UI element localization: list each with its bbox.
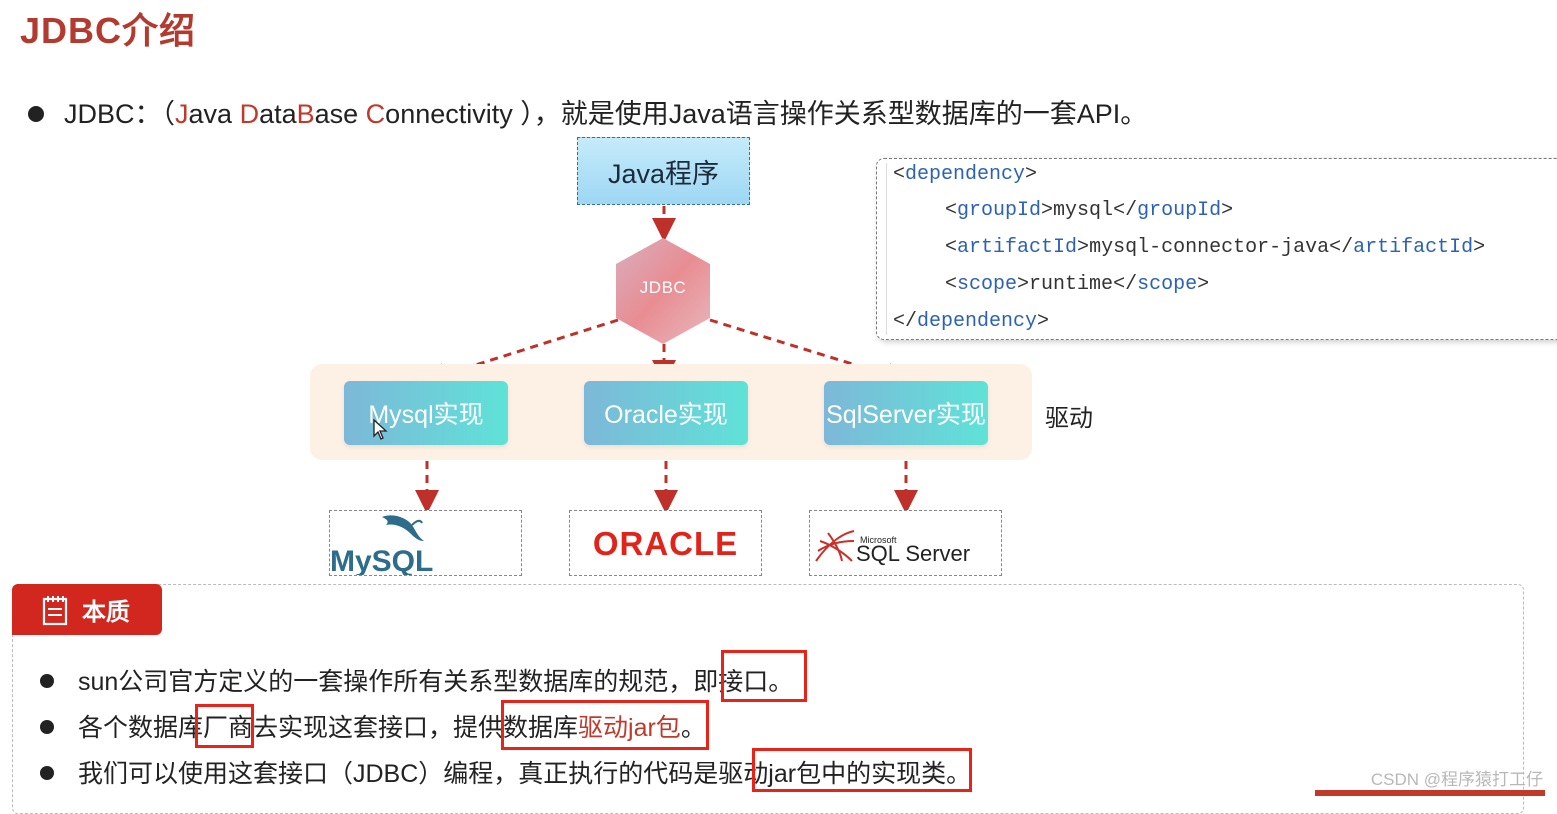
page-title: JDBC介绍 — [20, 10, 197, 51]
decorative-bar — [1315, 790, 1545, 796]
watermark: CSDN @程序猿打工仔 — [1370, 770, 1543, 789]
code-line-2: <groupId>mysql</groupId> — [945, 199, 1234, 222]
sqlserver-impl-box: SqlServer实现 — [824, 381, 988, 445]
driver-label: 驱动 — [1045, 405, 1093, 432]
maven-dependency-code: <dependency> <groupId>mysql</groupId> <a… — [876, 158, 1557, 340]
bullet-dot — [40, 766, 54, 781]
mysql-logo-box: MySQL — [329, 510, 522, 576]
oracle-logo-text: ORACLE — [592, 525, 739, 562]
bullet-dot — [40, 720, 54, 735]
sqlserver-logo-box: Microsoft SQL Server — [809, 510, 1002, 576]
essence-tab-label: 本质 — [82, 599, 130, 626]
code-line-3: <artifactId>mysql-connector-java</artifa… — [945, 236, 1486, 259]
notepad-icon — [42, 595, 68, 625]
oracle-impl-box: Oracle实现 — [584, 381, 748, 445]
sqlserver-logo-icon: Microsoft SQL Server — [815, 530, 970, 566]
essence-line-1: sun公司官方定义的一套操作所有关系型数据库的规范，即接口。 — [40, 662, 793, 698]
jdbc-label: JDBC — [639, 278, 687, 297]
highlight-box-interface — [721, 650, 807, 702]
highlight-box-vendor — [195, 704, 254, 748]
code-line-5: </dependency> — [893, 310, 1050, 333]
oracle-logo-box: ORACLE — [569, 510, 762, 576]
mouse-cursor-icon — [373, 419, 388, 440]
jdbc-hexagon-icon — [616, 238, 710, 344]
essence-tab: 本质 — [12, 584, 162, 635]
mysql-logo-icon: MySQL — [330, 515, 433, 575]
bullet-dot — [40, 674, 54, 689]
svg-text:SQL Server: SQL Server — [856, 541, 970, 566]
essence-line-3: 我们可以使用这套接口（JDBC）编程，真正执行的代码是驱动jar包中的实现类。 — [40, 754, 971, 790]
essence-line-2: 各个数据库厂商去实现这套接口，提供数据库驱动jar包。 — [40, 708, 706, 744]
code-line-1: <dependency> — [893, 163, 1038, 186]
java-program-box: Java程序 — [577, 137, 750, 205]
intro-line: JDBC：（Java DataBase Connectivity ），就是使用J… — [28, 92, 1147, 131]
bullet-dot — [28, 105, 44, 122]
svg-text:Microsoft: Microsoft — [860, 535, 897, 545]
svg-text:MySQL: MySQL — [330, 545, 433, 575]
highlight-box-impl-class — [752, 748, 972, 792]
highlight-box-driver-jar — [501, 700, 709, 750]
code-line-4: <scope>runtime</scope> — [945, 273, 1210, 296]
code-gutter — [886, 163, 887, 335]
mysql-impl-box: Mysql实现 — [344, 381, 508, 445]
